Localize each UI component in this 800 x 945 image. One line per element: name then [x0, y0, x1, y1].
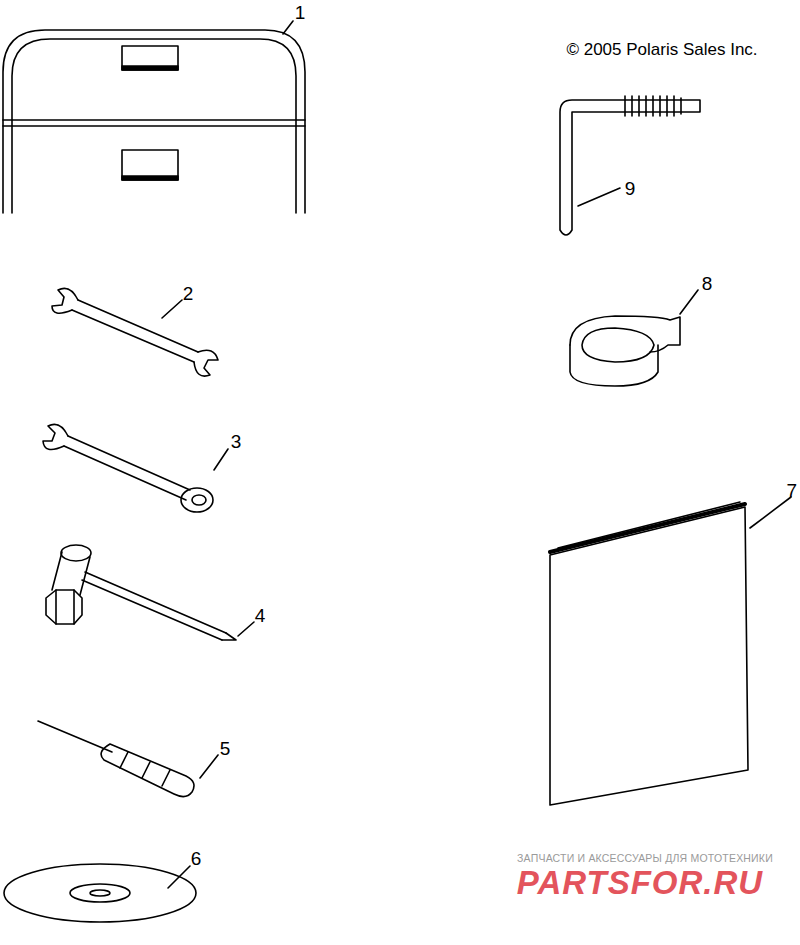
- combination-wrench: [43, 424, 228, 512]
- watermark: ЗАПЧАСТИ И АКСЕССУАРЫ ДЛЯ МОТОТЕХНИКИ: [517, 853, 773, 864]
- callout-number: 6: [191, 849, 202, 868]
- callout-number: 3: [231, 432, 242, 451]
- watermark: PARTSFOR.RU: [517, 866, 763, 899]
- disc: [4, 864, 196, 922]
- callout-number: 1: [295, 3, 306, 22]
- owners-manual: [550, 497, 791, 805]
- strap-roll: [570, 290, 698, 386]
- callout-number: 9: [625, 179, 636, 198]
- screwdriver: [38, 721, 218, 797]
- callout-number: 2: [183, 284, 194, 303]
- callout-number: 4: [255, 606, 266, 625]
- callout-number: 7: [786, 481, 797, 500]
- copyright-note: © 2005 Polaris Sales Inc.: [566, 41, 757, 58]
- tool-bag: [3, 21, 305, 213]
- hex-key: [560, 96, 700, 235]
- callout-number: 5: [220, 739, 231, 758]
- spark-plug-wrench: [46, 545, 254, 640]
- callout-number: 8: [702, 274, 713, 293]
